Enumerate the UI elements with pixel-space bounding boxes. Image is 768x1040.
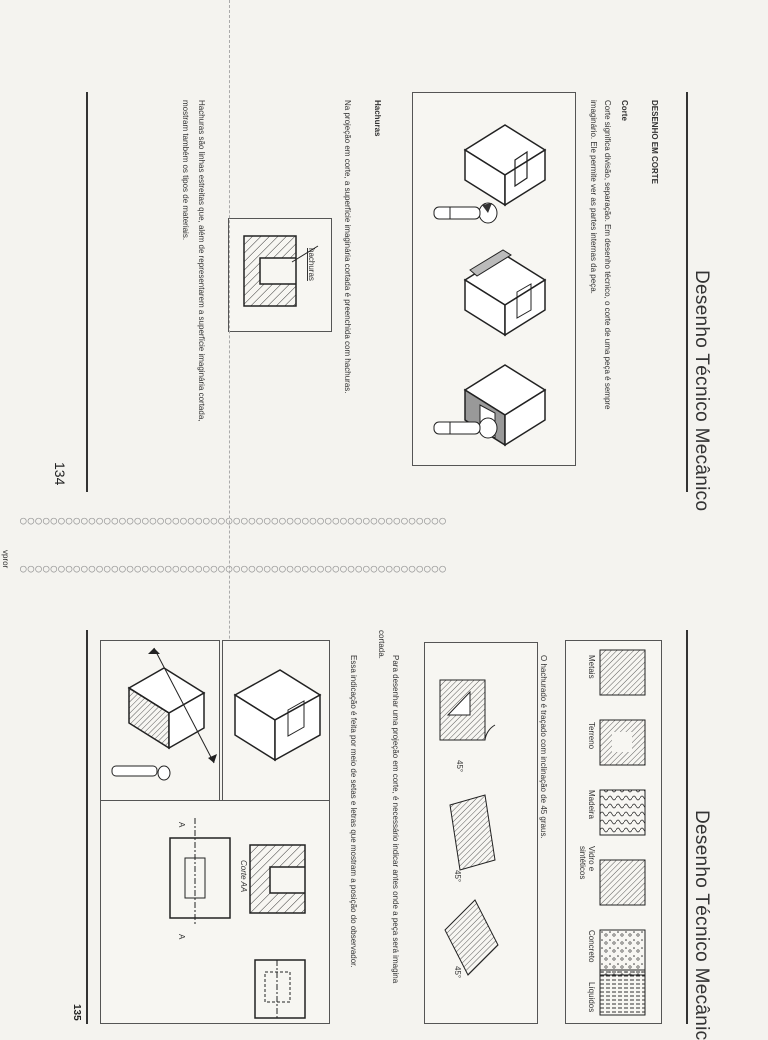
top-page-number: 134 — [52, 462, 68, 486]
material-label-terreno: Terreno — [587, 722, 596, 750]
hatched-rhombus-2 — [444, 899, 499, 976]
observer-figure-2 — [433, 417, 498, 439]
observer-figure-1 — [433, 202, 498, 224]
material-label-liquidos: Líquidos — [587, 982, 596, 1013]
section-letter-a-bottom: A — [177, 934, 186, 940]
paragraph-corte-line2: imaginário. Ele permite ver as partes in… — [589, 100, 598, 294]
top-view-drawing — [169, 818, 231, 926]
hatched-rhombus-1 — [449, 794, 496, 871]
paragraph-indicar-line2: cortada. — [377, 630, 386, 659]
side-view-drawing — [254, 959, 306, 1019]
hatched-section-figure — [243, 235, 297, 307]
binding-holes-row-2: ○○○○○○○○○○○○○○○○○○○○○○○○○○○○○○○○○○○○○○○○… — [20, 562, 447, 575]
bottom-page-rule-right — [686, 630, 688, 1024]
binding-holes-row-1: ○○○○○○○○○○○○○○○○○○○○○○○○○○○○○○○○○○○○○○○○… — [20, 514, 447, 527]
bottom-page-title: Desenho Técnico Mecânic — [691, 810, 712, 1040]
margin-mark: vpror — [1, 550, 10, 569]
fold-guide-line — [229, 0, 230, 1024]
paragraph-hachuras: Na projeção em corte, a superfície imagi… — [343, 100, 352, 394]
top-page-rule-left — [86, 92, 88, 492]
cut-block-figure — [463, 249, 547, 337]
hatch-angle-text: O hachurado é traçado com inclinação de … — [539, 655, 548, 839]
section-letter-a-top: A — [177, 822, 186, 828]
material-label-vidro: Vidro e sintéticos — [578, 846, 596, 880]
angle-label-3: 45° — [453, 966, 462, 979]
angle-label-1: 45° — [455, 760, 464, 773]
subheading-corte: Corte — [620, 100, 629, 121]
angle-label-2: 45° — [453, 870, 462, 883]
section-heading: DESENHO EM CORTE — [650, 100, 659, 185]
top-page-rule-right — [686, 92, 688, 492]
paragraph-hachuras-2-line2: mostram também os tipos de materiais. — [181, 100, 190, 241]
corte-aa-section — [249, 844, 306, 914]
subheading-hachuras: Hachuras — [373, 100, 382, 137]
paragraph-corte-line1: Corte significa divisão, separação. Em d… — [603, 100, 612, 410]
paragraph-indicar-line1: Para desenhar uma projeção em corte, é n… — [391, 655, 400, 984]
hachuras-leader-line — [291, 245, 319, 263]
top-page-title: Desenho Técnico Mecânico — [691, 270, 712, 512]
triangle-square-figure — [439, 679, 496, 741]
material-label-metais: Metais — [587, 655, 596, 679]
bottom-page-number: 135 — [71, 1004, 82, 1021]
paragraph-hachuras-2-line1: Hachuras são linhas estreitas que, além … — [197, 100, 206, 422]
paragraph-setas: Essa indicação é feita por meio de setas… — [349, 655, 358, 968]
corte-aa-label: Corte AA — [239, 860, 248, 893]
block-figure-plain — [233, 669, 322, 762]
block-figure-with-cut-plane — [111, 647, 217, 781]
material-swatches — [599, 649, 646, 1016]
solid-block-figure — [463, 124, 547, 207]
bottom-page-rule-left — [86, 630, 88, 1024]
material-label-madeira: Madeira — [587, 790, 596, 819]
material-label-concreto: Concreto — [587, 930, 596, 963]
